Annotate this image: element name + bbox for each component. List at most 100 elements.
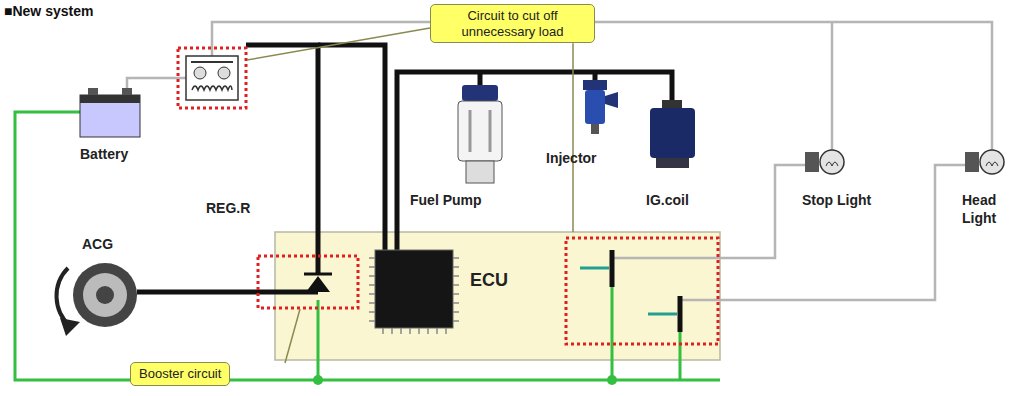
fuel-pump-icon [458, 101, 502, 161]
microcomputer-chip [369, 266, 375, 268]
power-wire [137, 290, 318, 295]
transistor-symbol [648, 313, 677, 316]
power-wire [246, 45, 318, 274]
node-text: ECU [470, 270, 508, 291]
relay-icon [191, 61, 233, 63]
microcomputer-chip [427, 328, 429, 334]
microcomputer-chip [369, 257, 375, 259]
ecu-board [275, 232, 720, 360]
microcomputer-chip [445, 328, 447, 334]
stop-light-bulb [805, 152, 819, 172]
ground-wire [611, 287, 614, 380]
part-label: Battery [80, 146, 128, 164]
leader-line [247, 28, 430, 363]
node-text: Booster circuit [139, 366, 221, 382]
microcomputer-chip [391, 328, 393, 334]
relay-icon [194, 67, 206, 79]
highlight-frame [566, 238, 718, 344]
transistor-symbol [678, 296, 683, 332]
power-wire [318, 45, 385, 250]
diode-symbol [306, 276, 330, 292]
microcomputer-chip [453, 311, 459, 313]
microcomputer-chip [409, 328, 411, 334]
callout-box: Circuit to cut off unnecessary load [430, 4, 595, 43]
microcomputer-chip [369, 284, 375, 286]
part-label: Fuel Pump [410, 192, 482, 210]
fuel-pump-icon [469, 110, 472, 152]
microcomputer-chip [453, 284, 459, 286]
ignition-coil-icon [662, 100, 682, 108]
power-wire [397, 72, 672, 250]
fuel-pump-icon [458, 85, 502, 183]
injector-icon [605, 92, 618, 108]
ignition-coil-icon [656, 158, 689, 168]
power-wire [593, 72, 598, 80]
stop-light-bulb [820, 150, 844, 174]
ground-wire [15, 112, 720, 380]
microcomputer-chip [436, 328, 438, 334]
ignition-coil-icon [650, 100, 695, 168]
microcomputer-chip [453, 257, 459, 259]
part-label: Injector [546, 150, 597, 168]
head-light-bulb [965, 152, 979, 172]
head-light-bulb [980, 150, 1004, 174]
part-label: REG.R [206, 200, 250, 218]
fuel-pump-icon [462, 85, 498, 101]
part-label: IG.coil [646, 192, 689, 210]
ignition-coil-icon [650, 108, 695, 158]
part-label: Head Light [962, 192, 1024, 227]
relay-icon [186, 56, 238, 100]
transistor-symbol [580, 250, 680, 332]
battery-icon [88, 88, 98, 95]
acg-icon [96, 286, 114, 304]
microcomputer-chip [369, 311, 375, 313]
microcomputer-chip [369, 293, 375, 295]
microcomputer-chip [375, 250, 453, 328]
transistor-symbol [610, 250, 615, 287]
part-label: ACG [82, 236, 113, 254]
battery-icon [122, 88, 132, 95]
highlight-frame [178, 48, 246, 108]
relay-icon [192, 86, 232, 90]
ecu-box: ECU [275, 232, 720, 360]
ground-wire [15, 112, 720, 380]
junction-dot [607, 375, 617, 385]
leader-line [247, 28, 430, 60]
battery-icon [80, 95, 140, 103]
microcomputer-chip [369, 275, 375, 277]
light-wire [614, 165, 805, 258]
node-text: Circuit to cut off unnecessary load [439, 8, 586, 39]
leader-line [572, 43, 574, 232]
microcomputer-chip [453, 275, 459, 277]
stop-light-bulb [805, 150, 844, 174]
injector-icon [583, 80, 607, 90]
battery-icon [80, 95, 140, 137]
power-wire [478, 72, 483, 85]
ground-wire [679, 332, 682, 380]
microcomputer-chip [453, 320, 459, 322]
microcomputer-chip [369, 250, 459, 334]
injector-icon [585, 90, 605, 124]
acg-icon [57, 263, 137, 336]
light-wire [831, 22, 834, 150]
microcomputer-chip [400, 328, 402, 334]
relay-icon [186, 56, 238, 100]
injector-icon [583, 80, 618, 134]
microcomputer-chip [453, 266, 459, 268]
microcomputer-chip [369, 258, 459, 334]
part-label: Stop Light [802, 192, 872, 210]
microcomputer-chip [382, 328, 384, 334]
junction-dot [313, 375, 323, 385]
ground-wire [317, 300, 320, 380]
light-wire [680, 165, 965, 300]
fuel-pump-icon [489, 110, 492, 152]
callout-box: Booster circuit [130, 362, 230, 386]
stop-light-bulb [826, 162, 838, 166]
transistor-symbol [580, 267, 609, 270]
fuel-pump-icon [466, 161, 494, 183]
injector-icon [591, 124, 599, 134]
diode-symbol [304, 273, 332, 276]
leader-line [285, 309, 300, 363]
